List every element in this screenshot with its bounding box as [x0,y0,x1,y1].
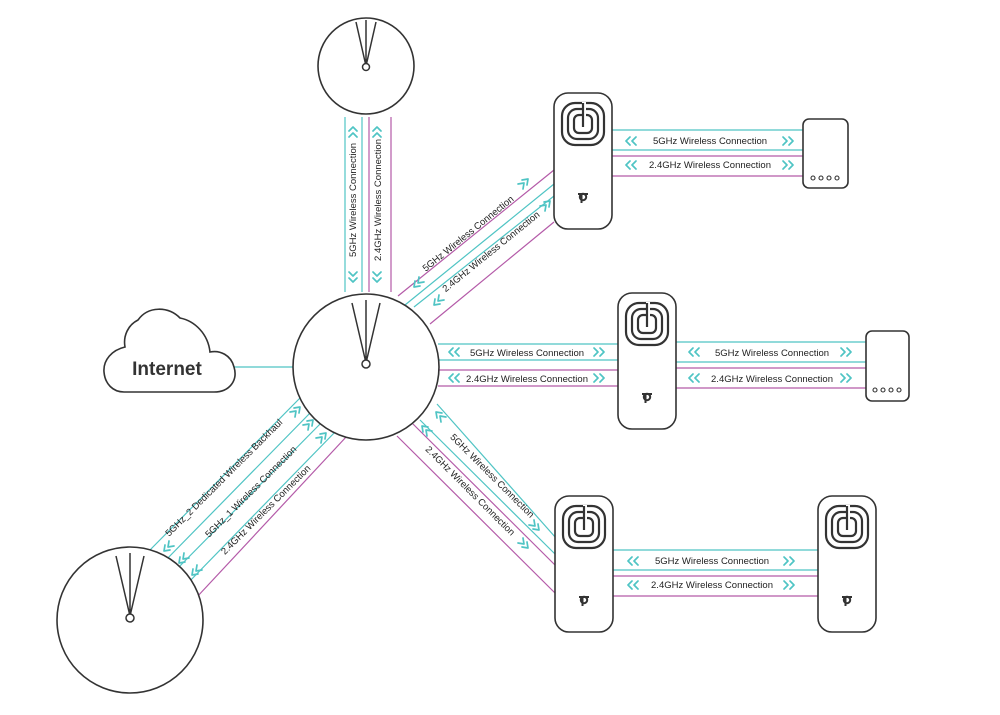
top-ceiling-ap [317,17,415,115]
mid-5g-label: 5GHz Wireless Connection [470,348,584,359]
cloud-icon [103,308,236,393]
link-lines [147,117,866,599]
internet-cloud: Internet [103,308,236,393]
upper-right-5g-label: 5GHz Wireless Connection [421,194,517,274]
deco2-client-24g-label: 2.4GHz Wireless Connection [711,374,833,385]
chevron-arrows [163,126,852,590]
client-router-1 [802,118,849,189]
deco3-deco4-24g-label: 2.4GHz Wireless Connection [651,580,773,591]
mid-24g-label: 2.4GHz Wireless Connection [466,374,588,385]
deco3-deco4-5g-label: 5GHz Wireless Connection [655,556,769,567]
deco-unit-4 [817,495,877,633]
deco-unit-1 [553,92,613,230]
deco2-client-5g-label: 5GHz Wireless Connection [715,348,829,359]
router-ports-icon [865,330,910,402]
bottom-left-ceiling-ap [56,546,204,694]
top-5g-label: 5GHz Wireless Connection [348,143,359,257]
router-ports-icon [802,118,849,189]
client-router-2 [865,330,910,402]
main-ceiling-ap [292,293,440,441]
deco1-client-24g-label: 2.4GHz Wireless Connection [649,160,771,171]
deco-unit-2 [617,292,677,430]
link-labels: 5GHz Wireless Connection 2.4GHz Wireless… [163,136,833,591]
internet-label: Internet [132,359,202,380]
deco1-client-5g-label: 5GHz Wireless Connection [653,136,767,147]
top-24g-label: 2.4GHz Wireless Connection [373,139,384,261]
deco-unit-3 [554,495,614,633]
